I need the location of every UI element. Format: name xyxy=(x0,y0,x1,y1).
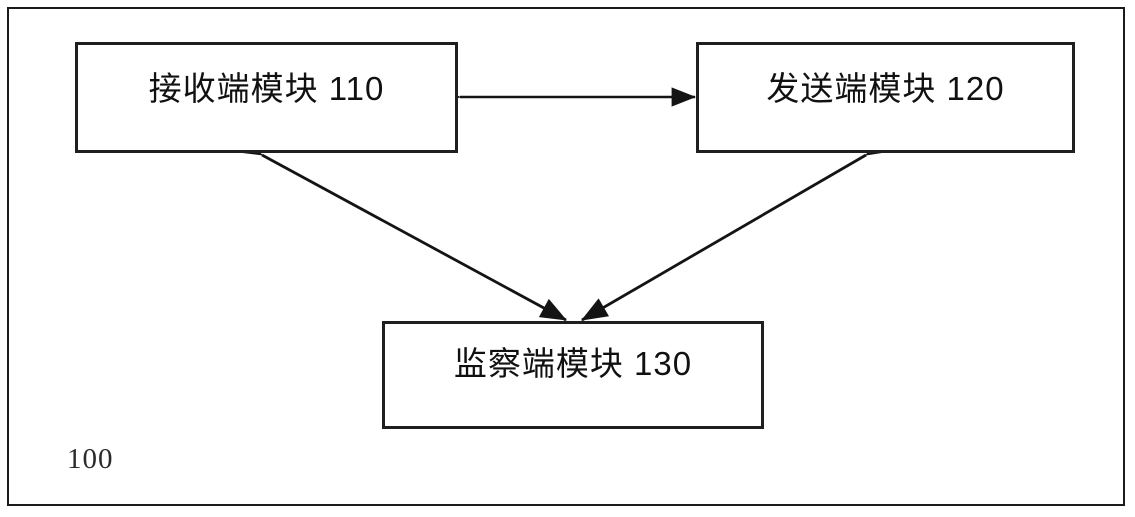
node-supervisor-module-label: 监察端模块 130 xyxy=(453,344,693,382)
figure-outer-frame xyxy=(7,7,1125,506)
node-sender-module: 发送端模块 120 xyxy=(696,42,1075,153)
node-receiver-module: 接收端模块 110 xyxy=(75,42,458,153)
arrow-receiver-supervisor xyxy=(234,133,567,322)
node-sender-module-label: 发送端模块 120 xyxy=(766,70,1005,107)
figure-number-label: 100 xyxy=(67,443,114,475)
node-supervisor-module: 监察端模块 130 xyxy=(382,321,764,429)
arrow-sender-supervisor xyxy=(581,133,893,322)
node-receiver-module-label: 接收端模块 110 xyxy=(148,70,385,107)
